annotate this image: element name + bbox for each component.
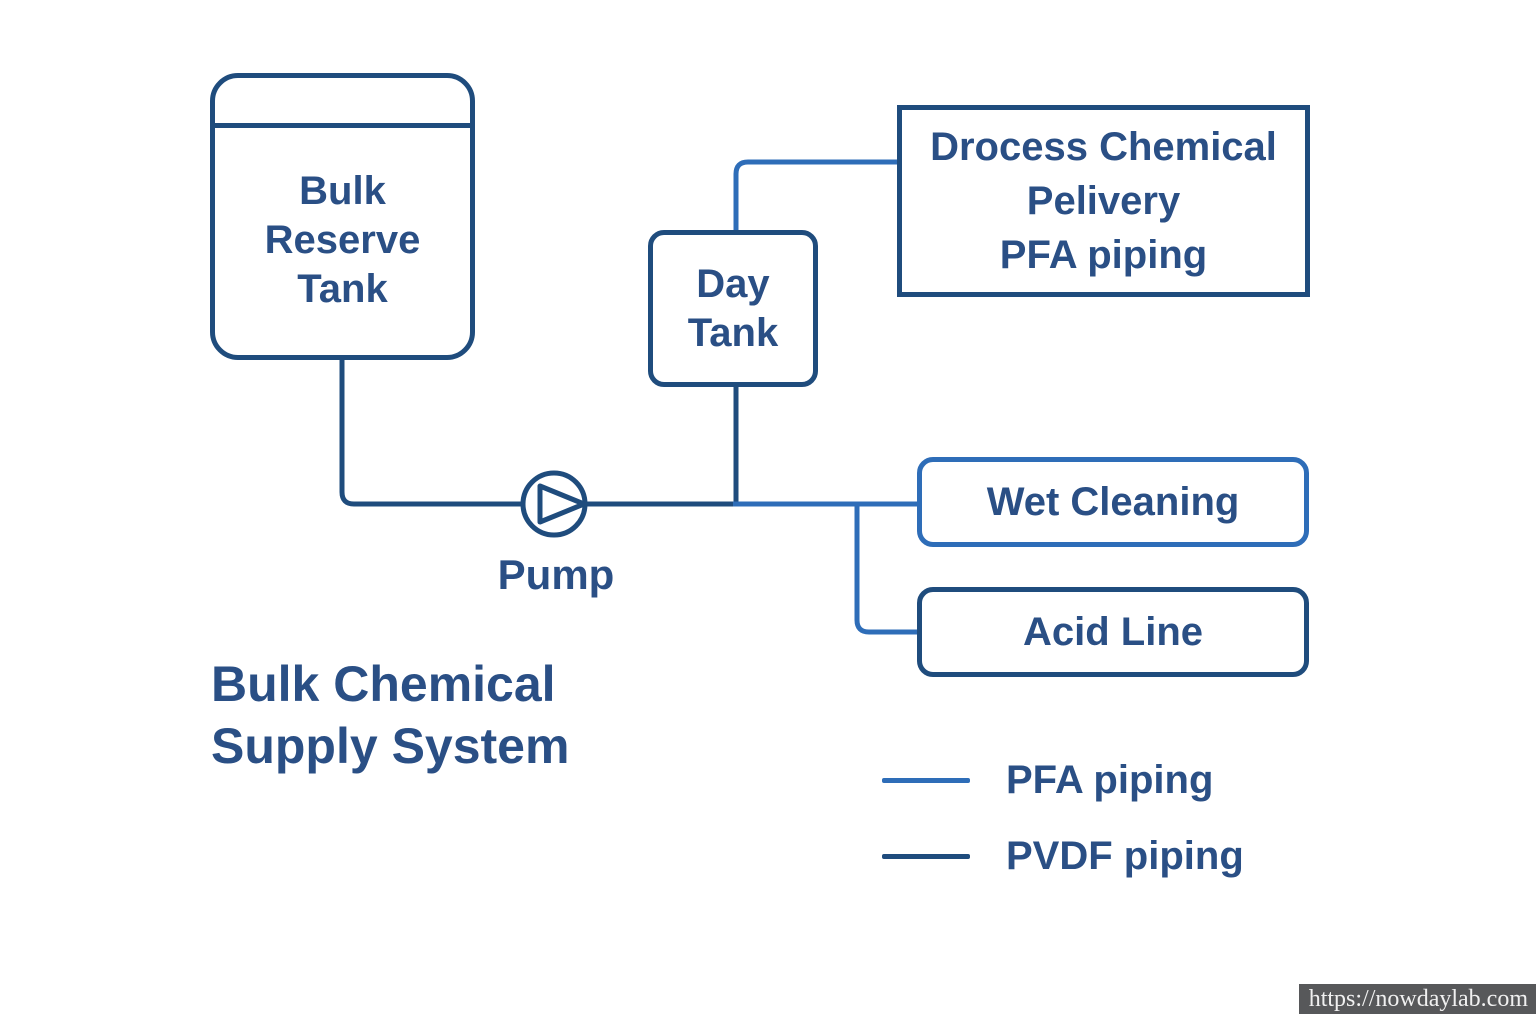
pipe-bulk-tank-to-pump	[339, 357, 733, 507]
legend-entry-pvdf: PVDF piping	[882, 831, 1244, 881]
node-wet-cleaning: Wet Cleaning	[917, 457, 1309, 547]
tank-lid-line	[215, 123, 470, 128]
node-label-line: Bulk	[299, 169, 386, 213]
legend-label-pvdf: PVDF piping	[1006, 833, 1244, 878]
node-bulk-reserve-tank: Bulk Reserve Tank	[210, 73, 475, 360]
diagram-title-line: Supply System	[211, 718, 570, 774]
node-day-tank: Day Tank	[648, 230, 818, 387]
legend-entry-pfa: PFA piping	[882, 755, 1213, 805]
diagram-title-line: Bulk Chemical	[211, 656, 556, 712]
legend-line-pvdf-icon	[882, 853, 970, 859]
diagram-title: Bulk Chemical Supply System	[211, 653, 569, 777]
pump-label: Pump	[497, 551, 615, 598]
node-process-chemical-delivery: Drocess Chemical Pelivery PFA piping	[897, 105, 1310, 297]
node-label-line: Tank	[687, 310, 779, 355]
node-acid-line: Acid Line	[917, 587, 1309, 677]
node-label-line: Pelivery	[1026, 179, 1181, 223]
pump-symbol	[520, 470, 588, 538]
pump-triangle-icon	[537, 483, 587, 525]
legend-line-pfa-icon	[882, 777, 970, 783]
node-label-line: PFA piping	[999, 233, 1208, 277]
pipe-branch-to-acid-line	[854, 504, 919, 635]
legend-label-pfa: PFA piping	[1006, 757, 1214, 802]
watermark: https://nowdaylab.com	[1298, 984, 1536, 1014]
node-label-line: Drocess Chemical	[930, 125, 1277, 169]
node-label-line: Day	[696, 261, 770, 306]
node-label: Wet Cleaning	[986, 479, 1240, 524]
node-label: Acid Line	[1022, 609, 1204, 654]
node-label-line: Tank	[297, 267, 388, 311]
pipe-day-tank-to-process-delivery	[733, 159, 898, 232]
node-label-line: Reserve	[264, 218, 421, 262]
